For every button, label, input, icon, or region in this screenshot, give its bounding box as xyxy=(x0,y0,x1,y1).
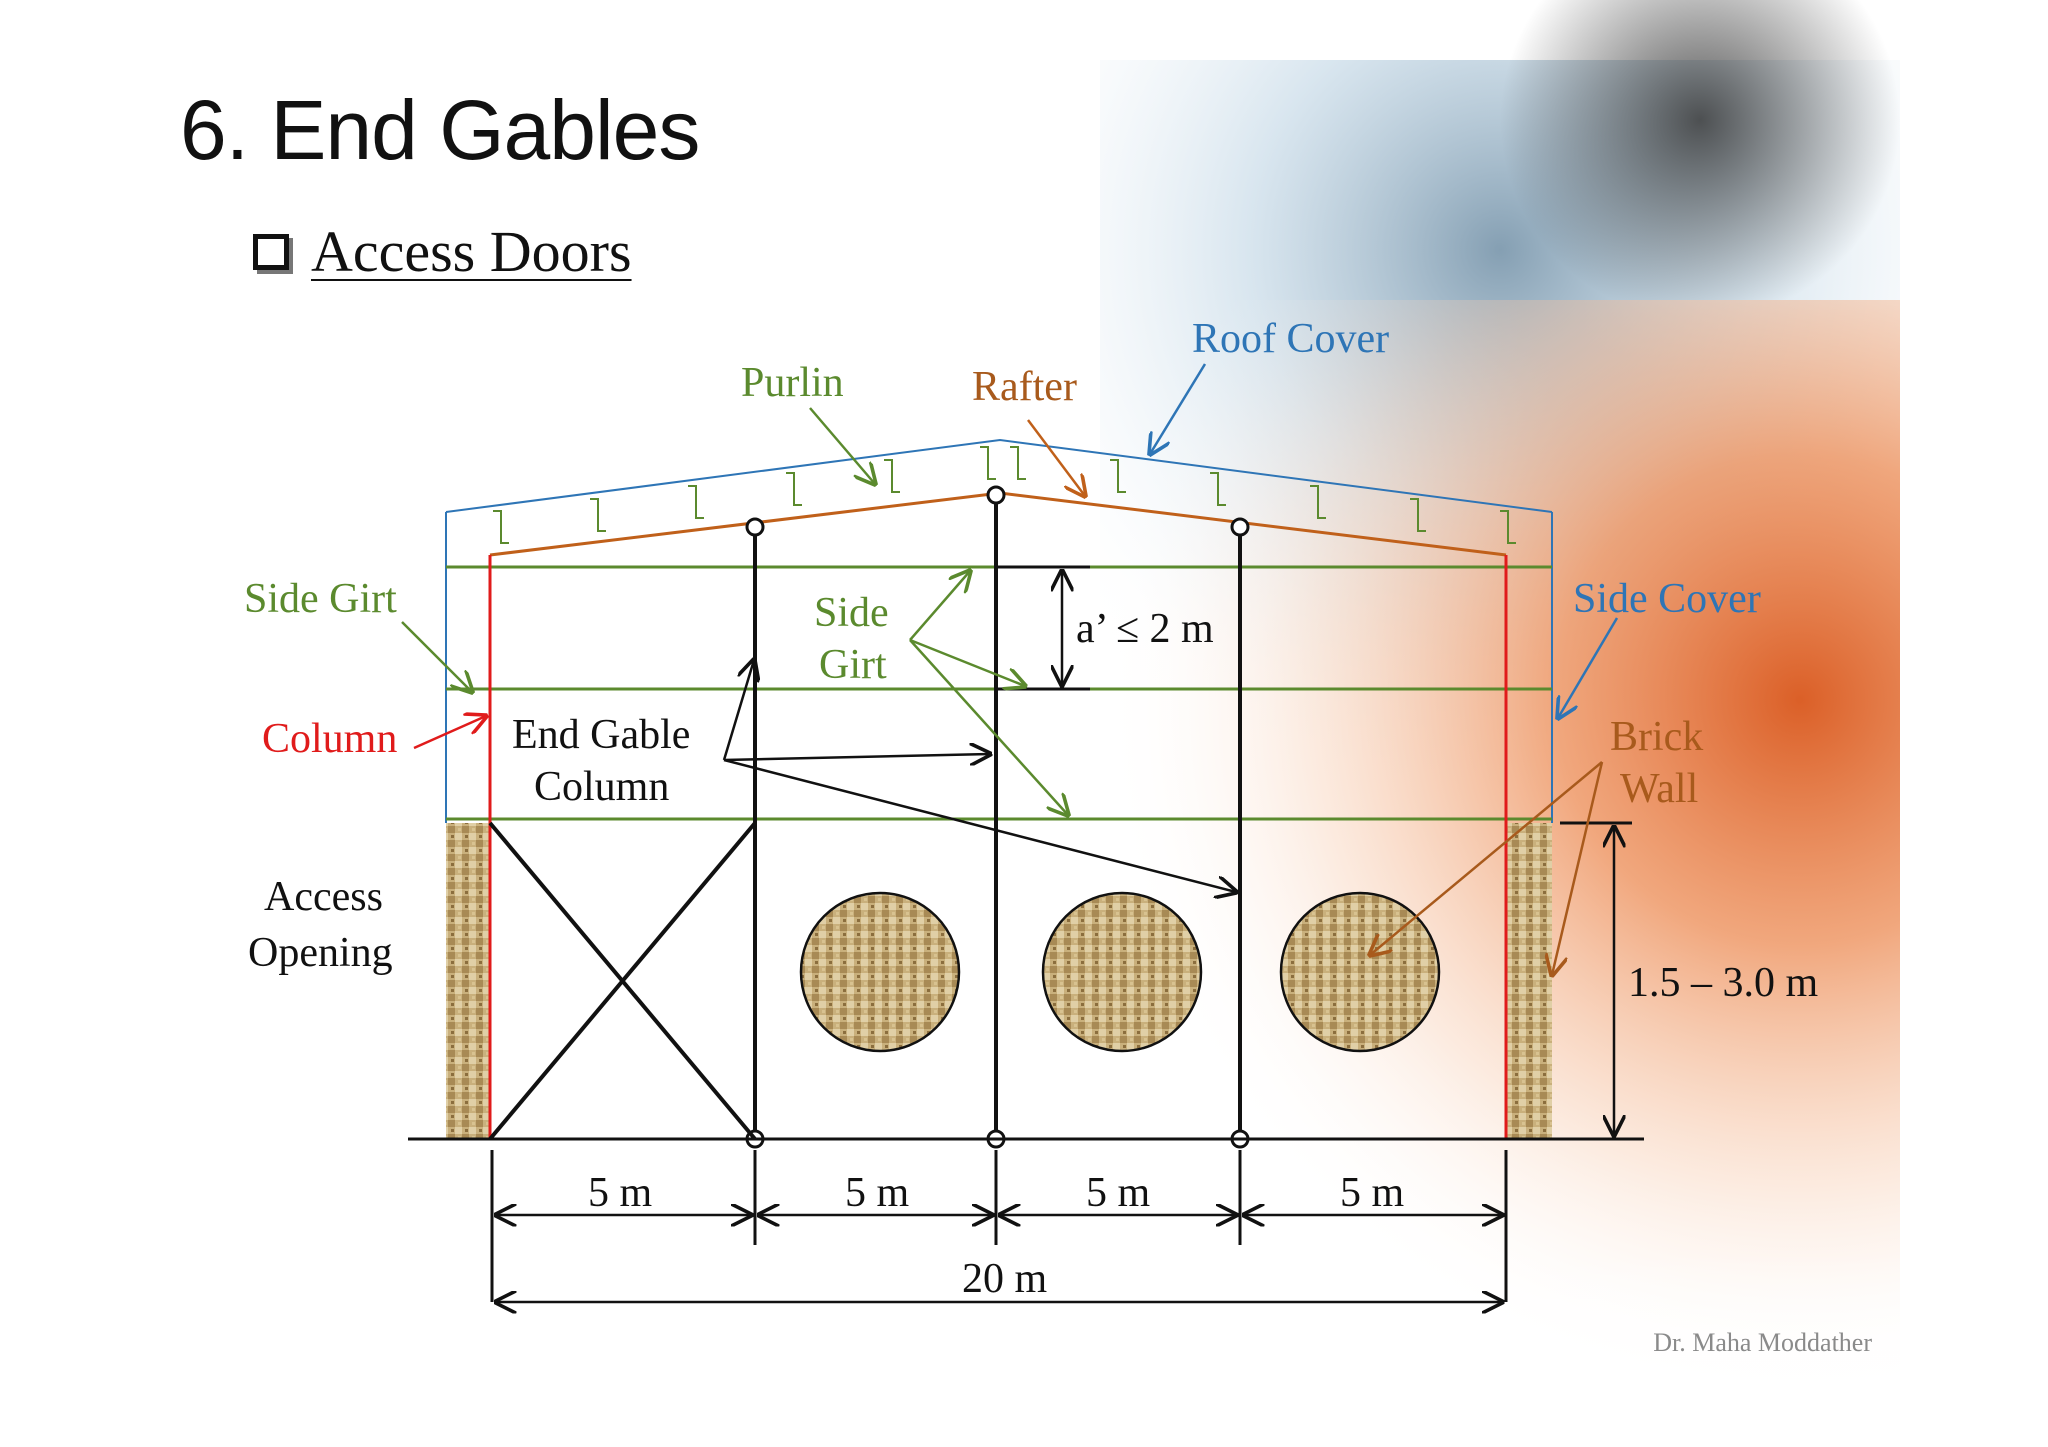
side-girt-center-label-line2: Girt xyxy=(819,642,887,688)
bay-4-label: 5 m xyxy=(1340,1170,1405,1216)
brick-wall-label-line2: Wall xyxy=(1620,766,1698,812)
girt-spacing-label: a’ ≤ 2 m xyxy=(1076,606,1214,652)
checkbox-bullet-icon xyxy=(253,233,289,270)
brick-wall-right xyxy=(1506,823,1552,1139)
roof-cover-label: Roof Cover xyxy=(1192,316,1389,362)
rafter-label: Rafter xyxy=(972,364,1077,410)
side-girt-left-label: Side Girt xyxy=(244,576,397,622)
bay-3-label: 5 m xyxy=(1086,1170,1151,1216)
purlin-label: Purlin xyxy=(741,360,844,406)
subtitle-row: Access Doors xyxy=(253,218,632,285)
brick-opening-2 xyxy=(1041,891,1203,1053)
bay-1-label: 5 m xyxy=(588,1170,653,1216)
total-width-label: 20 m xyxy=(962,1256,1048,1302)
slide-title: 6. End Gables xyxy=(180,83,700,177)
brick-wall-label-line1: Brick xyxy=(1610,714,1703,760)
pin-joints xyxy=(745,485,1250,1149)
column-label: Column xyxy=(262,716,397,762)
end-gable-column-label-line1: End Gable xyxy=(512,712,690,758)
roof-cover-leader xyxy=(1150,363,1207,454)
side-cover-label: Side Cover xyxy=(1573,576,1761,622)
side-girt-center-label-line1: Side xyxy=(814,590,889,636)
brick-opening-1 xyxy=(799,891,961,1053)
brick-wall-leaders xyxy=(1370,761,1604,975)
bay-2-label: 5 m xyxy=(845,1170,910,1216)
slide-subtitle: Access Doors xyxy=(311,219,632,284)
access-brace-2 xyxy=(488,821,757,1141)
side-cover-leader xyxy=(1558,617,1619,718)
purlin-leader xyxy=(809,407,875,484)
column-leader xyxy=(413,716,486,750)
end-gable-column-label-line2: Column xyxy=(534,764,669,810)
author-credit: Dr. Maha Moddather xyxy=(1653,1328,1872,1357)
brick-wall-left xyxy=(446,823,490,1139)
access-opening-label-line2: Opening xyxy=(248,930,393,976)
side-girt-center-leaders xyxy=(909,571,1068,815)
roof-cover xyxy=(445,438,1553,513)
side-girt-left-leader xyxy=(401,621,472,692)
end-gable-column-leaders xyxy=(722,660,1236,892)
wall-height-label: 1.5 – 3.0 m xyxy=(1628,960,1819,1006)
rafter-leader xyxy=(1027,419,1085,496)
access-opening-label-line1: Access xyxy=(264,874,383,920)
purlins xyxy=(493,446,1516,544)
brick-opening-3 xyxy=(1279,891,1441,1053)
